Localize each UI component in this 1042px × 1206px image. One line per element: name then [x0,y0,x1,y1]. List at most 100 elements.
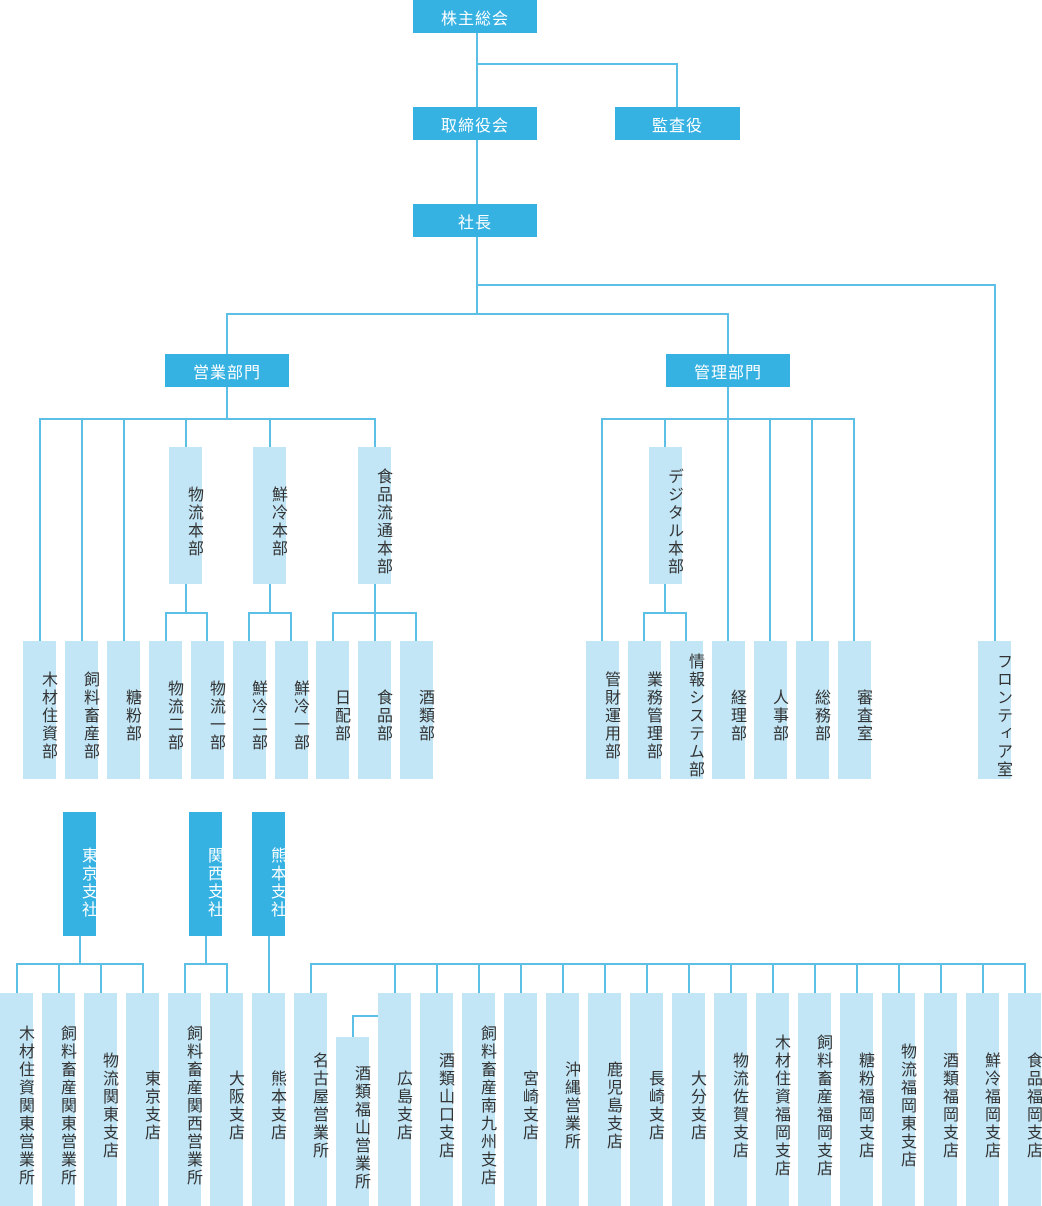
office-box: 糖粉福岡支店 [840,993,875,1206]
office-label: 長崎支店 [646,1069,665,1142]
dept-label: 情報システム部 [686,653,705,779]
connector [520,963,522,993]
office-label: 東京支店 [142,1069,161,1142]
connector [226,313,729,315]
dept-label: 物流一部 [207,680,226,752]
office-box: 飼料畜産南九州支店 [462,993,497,1206]
office-box: 木材住資関東営業所 [0,993,35,1206]
president-label: 社長 [457,212,492,232]
connector [100,963,102,993]
connector [1024,963,1026,993]
connector [664,584,666,613]
office-box: 鹿児島支店 [588,993,623,1206]
dept-label: 鮮冷一部 [291,680,310,752]
connector [601,418,855,420]
connector [185,584,187,613]
connector [940,963,942,993]
connector [685,612,687,641]
office-label: 木材住資関東営業所 [16,1024,35,1187]
connector [436,963,438,993]
digital-hq-box: デジタル本部 [649,447,684,584]
board-box: 取締役会 [413,107,537,140]
dept-box: 業務管理部 [628,641,663,779]
connector [730,963,732,993]
connector [727,387,729,641]
office-box: 東京支店 [126,993,161,1206]
office-box: 飼料畜産福岡支店 [798,993,833,1206]
connector [290,612,292,641]
connector [727,313,729,354]
connector [772,963,774,993]
dept-box: 木材住資部 [23,641,58,779]
office-box: 広島支店 [378,993,413,1206]
office-label: 広島支店 [394,1069,413,1142]
dept-box: 鮮冷一部 [275,641,310,779]
connector [81,418,83,641]
connector [79,936,81,964]
food-hq-box: 食品流通本部 [358,447,393,584]
connector [165,612,167,641]
dept-box: 糖粉部 [107,641,142,779]
branch-label: 熊本支社 [268,847,287,919]
connector [853,418,855,641]
kansai-branch-box: 関西支社 [189,812,224,936]
office-box: 物流関東支店 [84,993,119,1206]
dept-box: 日配部 [316,641,351,779]
dept-label: 日配部 [332,689,351,743]
connector [604,963,606,993]
office-label: 名古屋営業所 [310,1051,329,1160]
connector [352,1015,380,1017]
connector [478,963,480,993]
office-box: 飼料畜産関東営業所 [42,993,77,1206]
office-label: 大分支店 [688,1069,707,1142]
connector [415,612,417,641]
office-box: 木材住資福岡支店 [756,993,791,1206]
office-box: 長崎支店 [630,993,665,1206]
office-label: 飼料畜産南九州支店 [478,1024,497,1187]
dept-box: 物流一部 [191,641,226,779]
sales-division-label: 営業部門 [192,362,261,382]
shareholders-meeting-box: 株主総会 [413,0,537,33]
tokyo-branch-box: 東京支社 [63,812,98,936]
office-label: 糖粉福岡支店 [856,1051,875,1160]
office-box: 酒類山口支店 [420,993,455,1206]
dept-label: 飼料畜産部 [81,671,100,761]
office-box: 物流福岡東支店 [882,993,917,1206]
connector [310,963,1026,965]
connector [39,418,41,641]
auditor-label: 監査役 [651,115,703,135]
branch-label: 東京支社 [79,847,98,919]
connector [856,963,858,993]
office-label: 鮮冷福岡支店 [982,1051,1001,1160]
dept-label: 業務管理部 [644,671,663,761]
office-label: 沖縄営業所 [562,1060,581,1151]
office-label: 酒類福岡支店 [940,1051,959,1160]
dept-label: 糖粉部 [123,689,142,743]
connector [226,313,228,354]
hq-label: 物流本部 [185,485,204,558]
connector [269,418,271,447]
connector [352,1015,354,1037]
connector [310,963,312,993]
office-box: 名古屋営業所 [294,993,329,1206]
connector [476,237,478,314]
office-box: 酒類福岡支店 [924,993,959,1206]
office-box: 鮮冷福岡支店 [966,993,1001,1206]
president-box: 社長 [413,204,537,237]
office-label: 大阪支店 [226,1069,245,1142]
dept-box: 審査室 [838,641,873,779]
dept-box: 酒類部 [400,641,435,779]
office-label: 物流福岡東支店 [898,1042,917,1169]
connector [269,584,271,613]
connector [676,63,678,107]
connector [248,612,250,641]
connector [643,612,686,614]
admin-division-box: 管理部門 [666,354,790,387]
office-label: 宮崎支店 [520,1069,539,1142]
dept-label: 総務部 [812,689,831,743]
connector [394,963,396,993]
connector [123,418,125,641]
connector [332,612,334,641]
dept-label: 食品部 [374,689,393,743]
